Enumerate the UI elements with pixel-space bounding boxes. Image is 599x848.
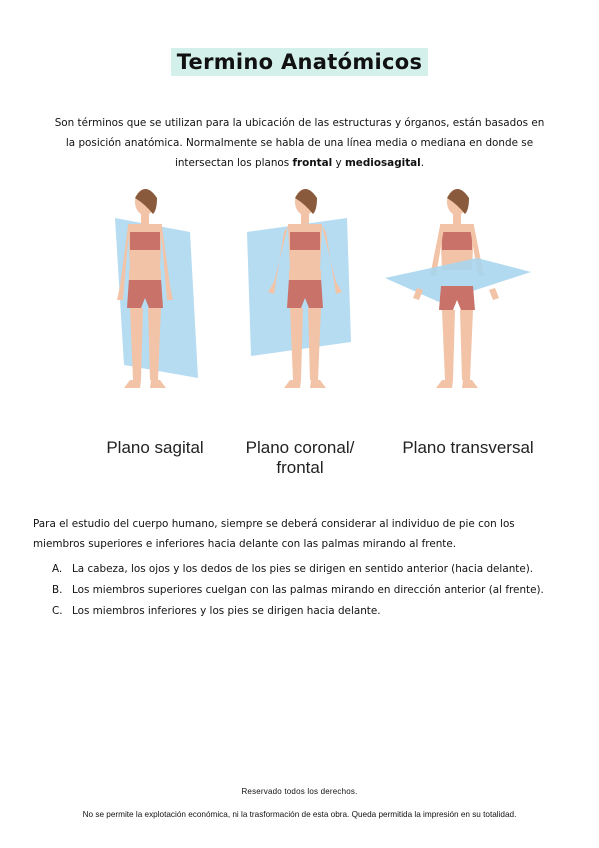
anatomical-planes-figure: Plano sagital Plano coronal/ frontal Pla…	[70, 180, 550, 480]
human-figure-front	[268, 224, 342, 388]
human-figure	[117, 189, 173, 388]
list-item: C. Los miembros inferiores y los pies se …	[52, 602, 552, 620]
caption-sagittal-line1: Plano sagital	[106, 438, 204, 457]
sagittal-plane-illustration	[115, 189, 198, 388]
coronal-plane-illustration	[247, 189, 351, 388]
intro-line-3: intersectan los planos frontal y mediosa…	[30, 153, 569, 173]
footer-rights: Reservado todos los derechos.	[241, 787, 358, 796]
footer-license: No se permite la explotación económica, …	[82, 810, 517, 819]
intro-line-3-text: intersectan los planos	[174, 157, 293, 169]
list-item: B. Los miembros superiores cuelgan con la…	[52, 581, 552, 599]
intro-conj: y	[332, 157, 345, 169]
anatomical-position-list: A. La cabeza, los ojos y los dedos de los…	[52, 560, 552, 623]
human-figure	[430, 189, 484, 276]
caption-transverse-line1: Plano transversal	[402, 438, 534, 457]
term-mediosagital: mediosagital	[344, 157, 421, 169]
list-marker: C.	[52, 605, 63, 617]
caption-coronal-line1: Plano coronal/	[245, 438, 355, 457]
caption-coronal-line2: frontal	[276, 458, 324, 477]
intro-line-1: Son términos que se utilizan para la ubi…	[54, 117, 545, 129]
intro-paragraph: Son términos que se utilizan para la ubi…	[30, 113, 569, 173]
page-title: Termino Anatómicos	[170, 48, 429, 76]
list-marker: A.	[52, 563, 63, 575]
human-figure-lower	[413, 286, 499, 388]
caption-transverse: Plano transversal	[388, 438, 548, 458]
caption-coronal: Plano coronal/ frontal	[230, 438, 370, 478]
transverse-plane-illustration	[385, 189, 531, 388]
caption-sagittal: Plano sagital	[70, 438, 240, 458]
list-item-text: Los miembros inferiores y los pies se di…	[72, 605, 381, 617]
list-marker: B.	[52, 584, 63, 596]
intro-period: .	[420, 157, 425, 169]
list-item: A. La cabeza, los ojos y los dedos de los…	[52, 560, 552, 578]
intro-line-2: la posición anatómica. Normalmente se ha…	[65, 137, 534, 149]
title-container: Termino Anatómicos	[0, 48, 599, 76]
human-figure	[295, 189, 317, 224]
term-frontal: frontal	[292, 157, 333, 169]
list-item-text: Los miembros superiores cuelgan con las …	[72, 584, 544, 596]
body-paragraph: Para el estudio del cuerpo humano, siemp…	[33, 518, 515, 550]
list-item-text: La cabeza, los ojos y los dedos de los p…	[72, 563, 534, 575]
